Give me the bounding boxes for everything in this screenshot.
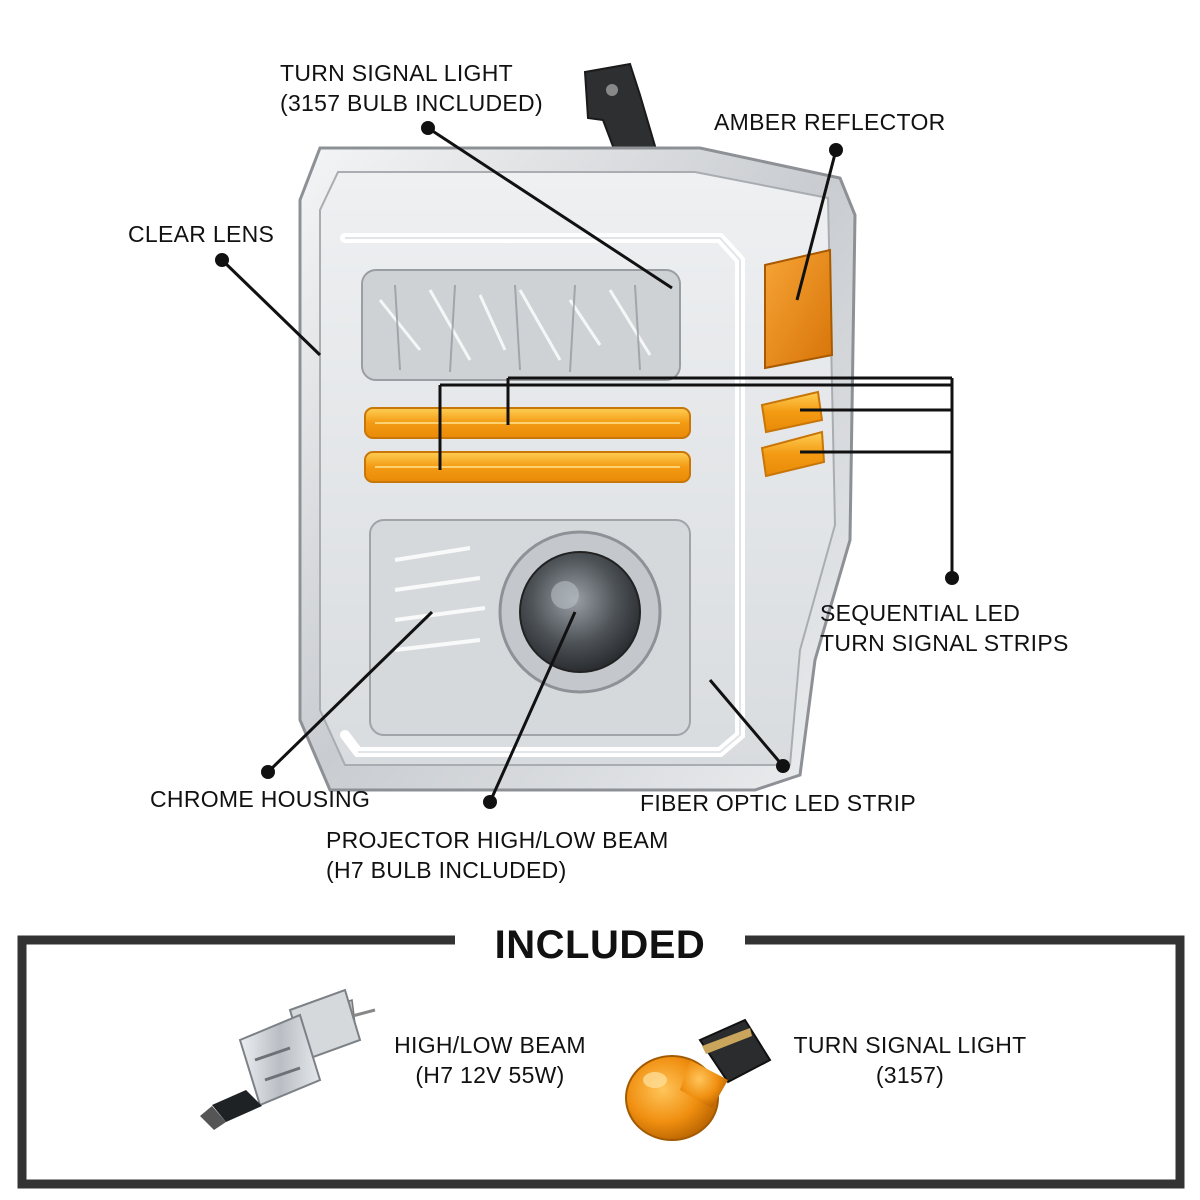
h7-bulb-icon — [200, 988, 376, 1130]
included-title: INCLUDED — [455, 915, 745, 975]
amber-reflector-label: AMBER REFLECTOR — [714, 107, 946, 137]
callout-lines — [220, 126, 954, 803]
callout-dots — [215, 121, 959, 809]
chrome-housing-label: CHROME HOUSING — [150, 784, 370, 814]
fiber-optic-label-line1: FIBER OPTIC LED STRIP — [640, 790, 916, 816]
headlight-assembly — [298, 62, 857, 792]
side-led-strip-lower — [760, 430, 826, 478]
chrome-housing-label-line1: CHROME HOUSING — [150, 786, 371, 812]
included-item-h7-line1: HIGH/LOW BEAM — [394, 1032, 586, 1058]
3157-bulb-icon — [625, 1018, 772, 1141]
projector-label: PROJECTOR HIGH/LOW BEAM (H7 BULB INCLUDE… — [326, 825, 669, 885]
amber-reflector — [764, 248, 834, 370]
sequential-led-label: SEQUENTIAL LED TURN SIGNAL STRIPS — [820, 598, 1069, 658]
clear-lens-label-line1: CLEAR LENS — [128, 221, 275, 247]
included-item-3157: TURN SIGNAL LIGHT (3157) — [780, 1030, 1040, 1090]
included-item-h7: HIGH/LOW BEAM (H7 12V 55W) — [380, 1030, 600, 1090]
side-led-strip-upper — [760, 390, 824, 434]
amber-reflector-label-line1: AMBER REFLECTOR — [714, 109, 946, 135]
included-item-h7-line2: (H7 12V 55W) — [415, 1062, 565, 1088]
sequential-led-label-line1: SEQUENTIAL LED — [820, 600, 1021, 626]
projector-label-line2: (H7 BULB INCLUDED) — [326, 857, 567, 883]
projector-label-line1: PROJECTOR HIGH/LOW BEAM — [326, 827, 669, 853]
included-item-3157-line1: TURN SIGNAL LIGHT — [793, 1032, 1027, 1058]
included-item-3157-line2: (3157) — [875, 1062, 945, 1088]
clear-lens-label: CLEAR LENS — [128, 219, 274, 249]
sequential-led-label-line2: TURN SIGNAL STRIPS — [820, 630, 1069, 656]
turn-signal-chamber — [361, 269, 681, 381]
turn-signal-label-line2: (3157 BULB INCLUDED) — [280, 90, 543, 116]
turn-signal-label: TURN SIGNAL LIGHT (3157 BULB INCLUDED) — [280, 58, 543, 118]
fiber-optic-label: FIBER OPTIC LED STRIP — [640, 788, 916, 818]
turn-signal-label-line1: TURN SIGNAL LIGHT — [280, 60, 513, 86]
